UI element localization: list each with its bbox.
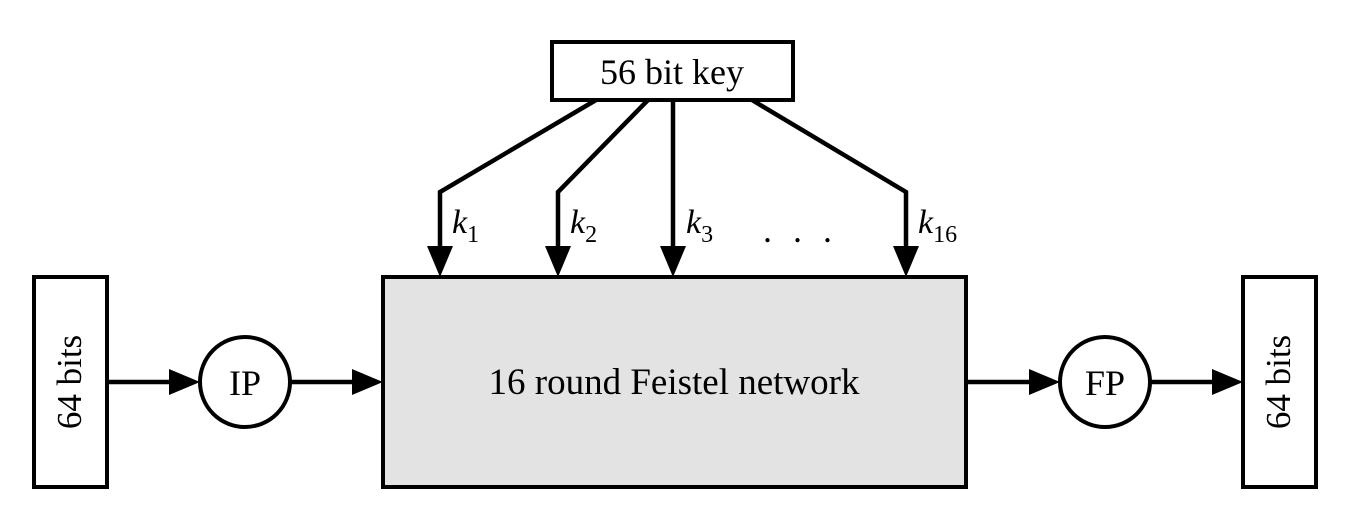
keyline-k2 <box>545 98 650 277</box>
round-key-base-k2: k <box>570 204 586 241</box>
feistel-network-rect <box>381 275 968 489</box>
round-key-sub-k16: 16 <box>933 222 957 248</box>
keyline-k1-path <box>437 98 598 262</box>
edge-fp-to-output-arrowhead <box>1212 369 1243 395</box>
keyline-k1 <box>427 98 598 277</box>
round-key-label-k1: k1 <box>452 204 479 248</box>
edge-input-to-ip <box>107 369 200 395</box>
key-block-label: 56 bit key <box>600 52 744 92</box>
round-key-label-k16: k16 <box>918 204 957 248</box>
round-keys-ellipsis: . . . <box>763 210 838 250</box>
round-key-label-k2: k2 <box>570 204 597 248</box>
keyline-k16-arrowhead <box>893 246 919 277</box>
edge-input-to-ip-arrowhead <box>169 369 200 395</box>
initial-permutation-node[interactable]: IP <box>198 335 292 429</box>
input-block-label: 64 bits <box>50 335 89 429</box>
input-block-node[interactable]: 64 bits <box>32 275 109 489</box>
initial-permutation-label: IP <box>229 363 261 403</box>
output-block-node[interactable]: 64 bits <box>1241 275 1318 489</box>
final-permutation-node[interactable]: FP <box>1058 335 1152 429</box>
round-key-base-k1: k <box>452 204 468 241</box>
feistel-network-label: 16 round Feistel network <box>489 362 860 403</box>
round-key-sub-k1: 1 <box>467 222 479 248</box>
output-block-label: 64 bits <box>1259 335 1298 429</box>
keyline-k16 <box>750 98 919 277</box>
edge-fp-to-output <box>1150 369 1243 395</box>
input-block-rect <box>32 275 109 489</box>
edge-ip-to-feistel <box>290 369 383 395</box>
edge-feistel-to-fp <box>966 369 1060 395</box>
keyline-k2-arrowhead <box>545 246 571 277</box>
keyline-k1-arrowhead <box>427 246 453 277</box>
keyline-k3 <box>660 100 686 277</box>
round-key-sub-k3: 3 <box>701 222 713 248</box>
round-key-base-k3: k <box>686 204 702 241</box>
edge-ip-to-feistel-arrowhead <box>352 369 383 395</box>
round-key-base-k16: k <box>918 204 934 241</box>
keyline-k16-path <box>750 98 909 262</box>
output-block-rect <box>1241 275 1318 489</box>
keyline-k3-arrowhead <box>660 246 686 277</box>
round-key-label-k3: k3 <box>686 204 713 248</box>
key-block-node[interactable]: 56 bit key <box>550 40 795 102</box>
feistel-network-node[interactable]: 16 round Feistel network <box>381 275 968 489</box>
final-permutation-label: FP <box>1085 363 1125 403</box>
keyline-k2-path <box>555 98 650 262</box>
round-key-sub-k2: 2 <box>585 222 597 248</box>
edge-feistel-to-fp-arrowhead <box>1029 369 1060 395</box>
